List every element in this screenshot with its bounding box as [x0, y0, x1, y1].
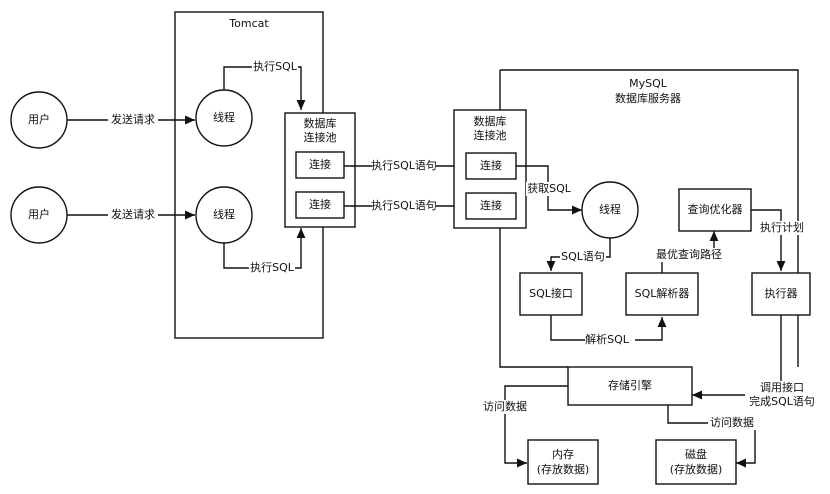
mysql-connection-2 [465, 192, 517, 220]
best-path-label: 最优查询路径 [656, 247, 722, 261]
exec-sql-label-bottom: 执行SQL [250, 260, 295, 274]
user-label-1: 用户 [28, 112, 50, 126]
tomcat-connection-label-2: 连接 [309, 198, 331, 211]
disk-box [655, 439, 737, 485]
tomcat-title: Tomcat [228, 17, 269, 30]
send-request-label-1: 发送请求 [111, 112, 155, 126]
memory-label-2: (存放数据) [537, 462, 590, 476]
executor-label: 执行器 [765, 286, 798, 300]
mysql-connection-1 [465, 152, 517, 180]
mysql-thread-label: 线程 [599, 202, 621, 216]
exec-sql-stmt-label-2: 执行SQL语句 [371, 198, 437, 212]
tomcat-thread-label-1: 线程 [213, 110, 235, 124]
mysql-title-line2: 数据库服务器 [615, 91, 681, 105]
storage-engine-label: 存储引擎 [608, 378, 652, 392]
label-bg [249, 261, 295, 275]
label-bg [654, 248, 724, 262]
mysql-pool-title-1: 数据库 [474, 114, 507, 128]
user-label-2: 用户 [28, 207, 50, 221]
label-bg [758, 221, 806, 235]
mysql-connection-label-2: 连接 [480, 199, 502, 212]
exec-sql-stmt-label-1: 执行SQL语句 [371, 158, 437, 172]
mysql-connection-label-1: 连接 [480, 159, 502, 172]
label-bg [560, 250, 606, 264]
exec-sql-label-top: 执行SQL [253, 59, 298, 73]
disk-label-1: 磁盘 [685, 447, 707, 461]
tomcat-connection-1 [295, 151, 345, 179]
access-data-label-right: 访问数据 [710, 415, 754, 429]
access-memory-arrow [504, 385, 568, 468]
memory-box [527, 439, 599, 485]
query-optimizer-label: 查询优化器 [688, 202, 743, 216]
label-bg [708, 416, 756, 430]
sql-stmt-label: SQL语句 [561, 250, 605, 263]
tomcat-pool-title-1: 数据库 [304, 116, 337, 130]
get-sql-label: 获取SQL [527, 182, 572, 195]
exec-plan-arrow [751, 209, 786, 271]
exec-plan-label: 执行计划 [760, 220, 804, 234]
sql-interface-box [519, 272, 583, 316]
send-request-label-2: 发送请求 [111, 207, 155, 221]
tomcat-connection-label-1: 连接 [309, 158, 331, 171]
label-bg [108, 208, 158, 222]
tomcat-pool-title-2: 连接池 [304, 131, 337, 144]
sql-parser-box [625, 272, 699, 316]
sql-interface-label: SQL接口 [529, 287, 573, 300]
parse-sql-label: 解析SQL [585, 332, 630, 346]
label-bg [108, 113, 158, 127]
label-bg [252, 60, 298, 74]
executor-box [751, 272, 811, 316]
access-data-label-left: 访问数据 [483, 399, 527, 413]
tomcat-thread-label-2: 线程 [213, 207, 235, 221]
label-bg [745, 381, 819, 409]
label-bg [372, 159, 436, 173]
label-bg [372, 199, 436, 213]
memory-label-1: 内存 [552, 447, 574, 461]
sql-parser-label: SQL解析器 [635, 286, 690, 300]
call-interface-label-2: 完成SQL语句 [749, 394, 815, 408]
mysql-container [499, 69, 799, 368]
label-bg [481, 400, 529, 414]
label-bg [585, 333, 635, 347]
mysql-pool-title-2: 连接池 [474, 129, 507, 142]
call-interface-label-1: 调用接口 [760, 381, 804, 394]
disk-label-2: (存放数据) [670, 462, 723, 476]
mysql-title-line1: MySQL [629, 77, 668, 90]
tomcat-connection-2 [295, 191, 345, 219]
label-bg [526, 182, 572, 196]
